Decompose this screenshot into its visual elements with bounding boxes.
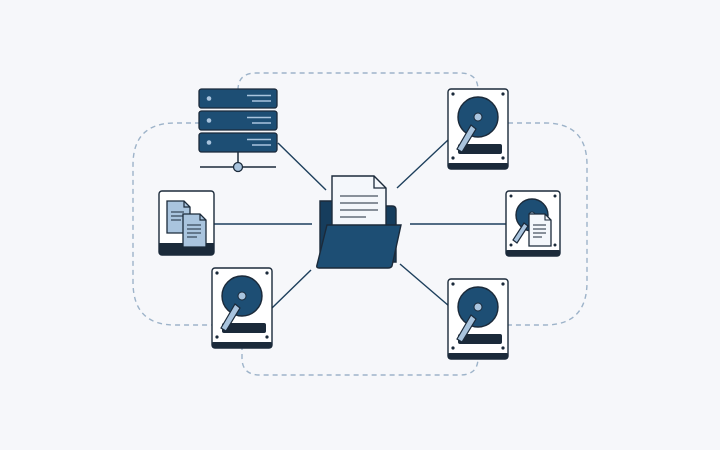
hard-drive-icon: [447, 278, 509, 360]
documents-node: [158, 190, 215, 256]
dashed-network-outline: [132, 72, 588, 376]
connector-drive-left: [271, 269, 312, 309]
folder-with-document-icon: [316, 175, 402, 269]
server-rack-node: [198, 88, 278, 173]
center-folder-node: [316, 175, 402, 269]
server-unit-1: [198, 88, 278, 109]
connector-drive-top-right: [396, 139, 449, 189]
connector-drive-bottom-right: [399, 263, 450, 307]
documents-icon: [158, 190, 215, 256]
folder-front: [316, 224, 402, 269]
connectors: [214, 139, 506, 309]
server-rack-icon: [198, 88, 278, 173]
hard-drive-icon: [447, 88, 509, 170]
hard-drive-with-file-icon: [505, 190, 561, 257]
hard-drive-node-top-right: [447, 88, 509, 170]
hard-drive-icon: [211, 267, 273, 349]
dashed-outline-right: [508, 122, 588, 326]
dashed-outline-top: [237, 72, 479, 91]
server-unit-3: [198, 132, 278, 153]
connector-server: [277, 142, 327, 191]
document-front: [182, 213, 207, 248]
hard-drive-with-file-node: [505, 190, 561, 257]
server-unit-2: [198, 110, 278, 131]
dashed-outline-left: [132, 122, 212, 326]
hard-drive-node-bottom-right: [447, 278, 509, 360]
dashed-outline-bottom: [241, 345, 479, 376]
hard-drive-node-left: [211, 267, 273, 349]
document-in-folder: [331, 175, 387, 231]
file-on-drive: [528, 213, 552, 247]
